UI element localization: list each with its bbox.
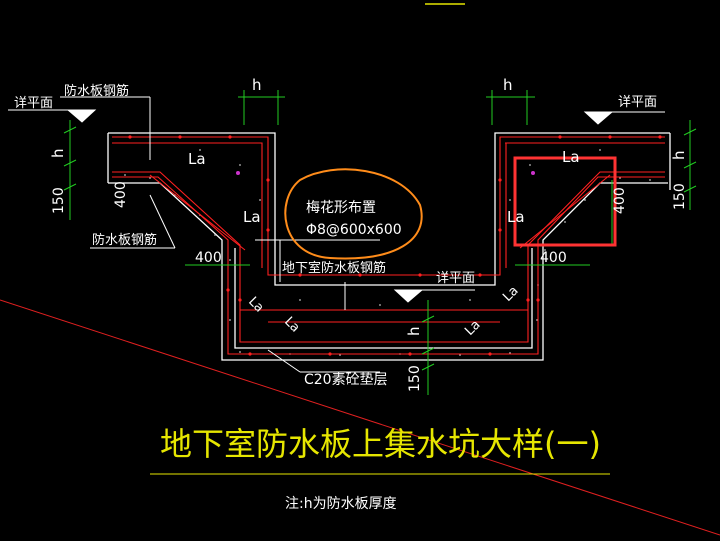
la-label-1: La (188, 150, 206, 168)
dim-h-top-left: h (252, 76, 262, 94)
label-detail-plane-right: 详平面 (618, 95, 657, 110)
la-label-6: La (281, 314, 302, 335)
magenta-marker-left (236, 171, 240, 175)
highlight-box (513, 156, 617, 247)
label-basement-rebar: 地下室防水板钢筋 (282, 260, 386, 276)
la-label-8: La (500, 283, 521, 304)
drawing-note: 注:h为防水板厚度 (285, 496, 397, 512)
label-detail-plane-left: 详平面 (14, 96, 53, 111)
label-detail-plane-bottom: 详平面 (436, 271, 475, 286)
label-rebar-spec: Φ8@600x600 (306, 222, 402, 238)
label-waterproof-rebar-bottom: 防水板钢筋 (92, 232, 157, 248)
la-label-7: La (462, 317, 483, 338)
rebar-lines (112, 136, 665, 355)
la-label-5: La (245, 294, 266, 315)
dim-h-top-right: h (503, 76, 513, 94)
dim-h-right: h (670, 150, 688, 160)
la-label-3: La (562, 148, 580, 166)
dim-400-left-horizontal: 400 (195, 250, 222, 266)
dim-150-left: 150 (51, 187, 67, 214)
rebar-dots (128, 135, 662, 356)
dim-150-right: 150 (672, 183, 688, 210)
label-plum-layout: 梅花形布置 (306, 200, 376, 216)
pit-concrete-outline (107, 132, 671, 361)
dim-150-bottom: 150 (407, 365, 423, 392)
drawing-title: 地下室防水板上集水坑大样(一) (160, 425, 601, 463)
dim-400-left-vertical: 400 (113, 181, 129, 208)
dimension-lines (63, 90, 697, 395)
dim-400-right-vertical: 400 (612, 187, 628, 214)
dim-400-right-horizontal: 400 (540, 250, 567, 266)
dim-h-bottom: h (405, 326, 423, 336)
red-reference-line (0, 299, 720, 536)
dim-h-left: h (49, 148, 67, 158)
label-cushion: C20素砼垫层 (304, 372, 388, 388)
orange-annotation-circle (284, 168, 423, 260)
la-label-2: La (243, 208, 261, 226)
la-label-4: La (507, 208, 525, 226)
magenta-marker-right (531, 171, 535, 175)
leader-lines (8, 96, 665, 373)
label-waterproof-rebar-top: 防水板钢筋 (64, 83, 129, 99)
